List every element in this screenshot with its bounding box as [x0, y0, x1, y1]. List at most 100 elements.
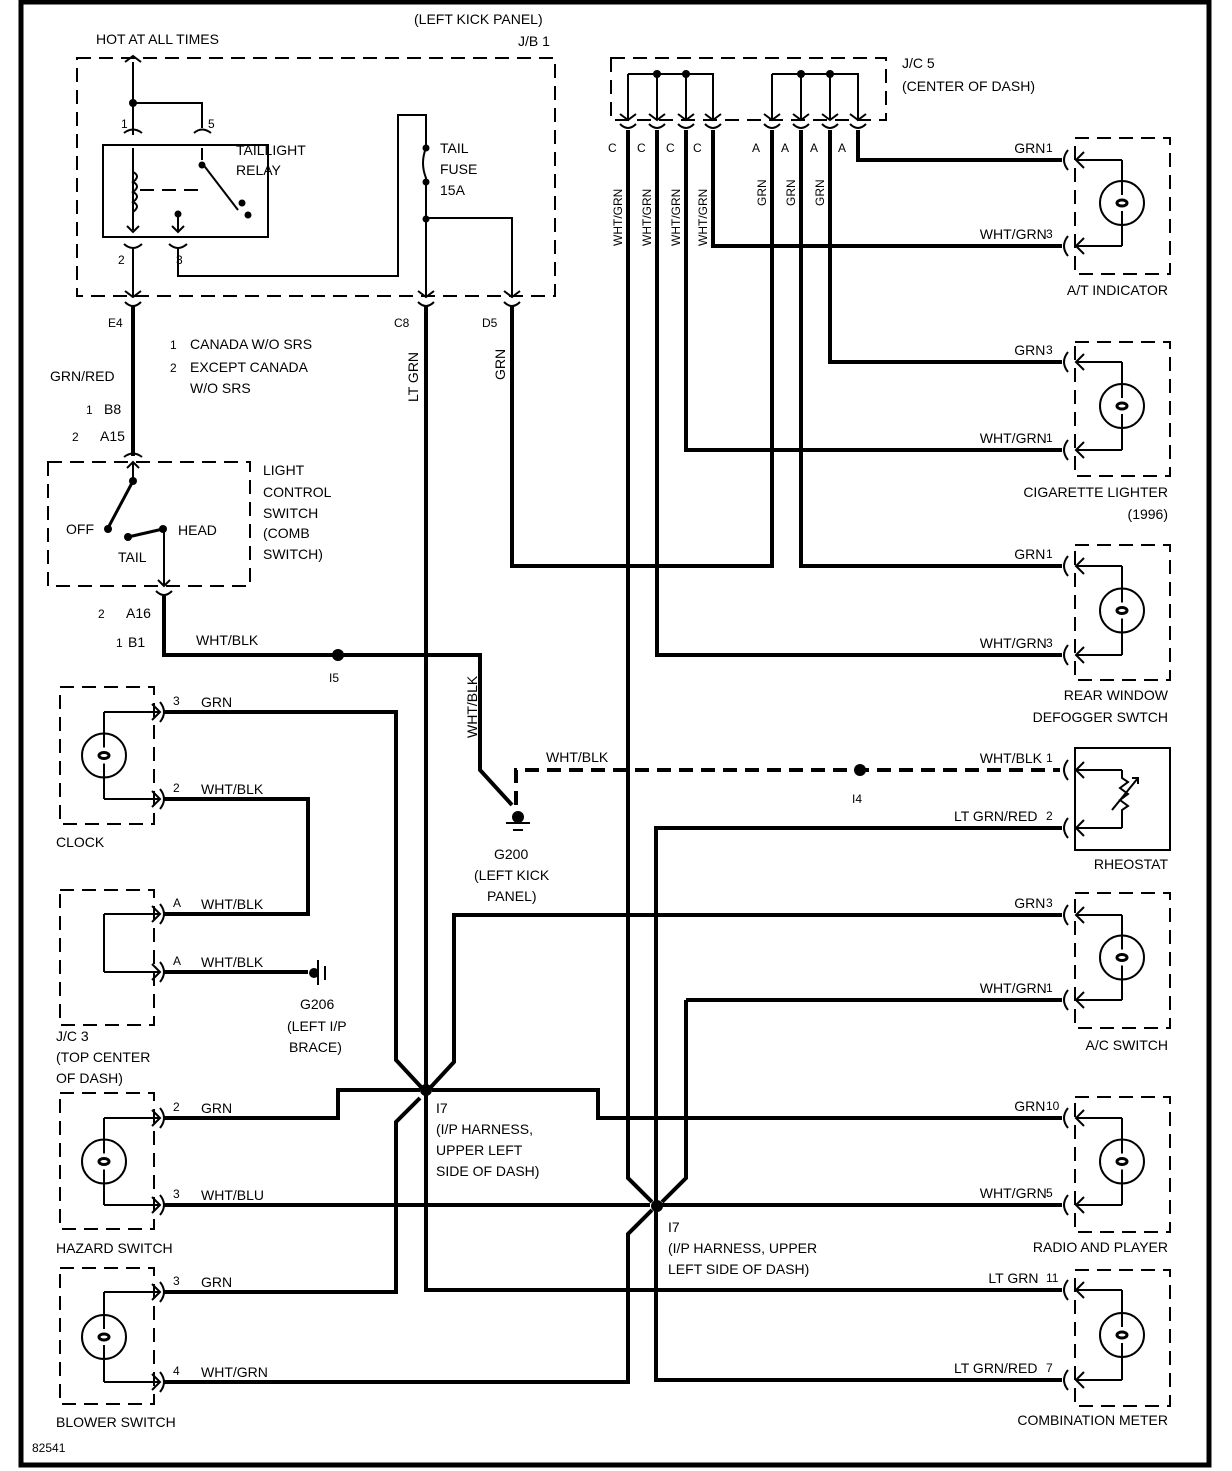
jc5-pin-label: C — [693, 141, 702, 155]
wire-blower-wht-grn — [164, 1208, 654, 1384]
relay-contact-dot — [238, 199, 246, 207]
component-name: A/T INDICATOR — [1067, 282, 1168, 298]
relay-pin-connectors-top — [123, 128, 212, 134]
wire-clock-wht-blk — [164, 797, 310, 916]
pin-number: 2 — [173, 781, 180, 795]
wire-label: WHT/BLK — [201, 954, 264, 970]
connector-icon — [1063, 1194, 1122, 1216]
lamp-filament-icon — [97, 1157, 111, 1166]
wire-label: GRN — [1014, 546, 1045, 562]
pin-number: 11 — [1046, 1271, 1059, 1285]
pin-number: 10 — [1046, 1099, 1060, 1113]
relay-out-wires — [132, 114, 427, 296]
switch-contact-dot — [129, 477, 137, 485]
wire-label: WHT/GRN — [980, 635, 1047, 651]
connector-icon — [104, 903, 165, 925]
wire-label: WHT/BLK — [201, 896, 264, 912]
junction-i4-label: I4 — [852, 792, 862, 806]
g200-location-line1: (LEFT KICK — [474, 867, 550, 883]
fuse-dot — [422, 144, 430, 152]
ground-icon — [309, 968, 319, 978]
wire-label: LT GRN/RED — [954, 1360, 1038, 1376]
connector-icon — [1063, 351, 1122, 373]
jc5-pin-label: A — [781, 141, 789, 155]
junction-connector-jc5: J/C 5 (CENTER OF DASH) CWHT/GRNCWHT/GRNC… — [608, 55, 1035, 246]
junction-i4-dot — [854, 764, 866, 776]
relay-feed-wire — [132, 62, 203, 135]
jc5-connector-icon — [849, 113, 867, 129]
component-box — [1074, 341, 1171, 477]
pin-number: 3 — [1046, 896, 1053, 910]
jc5-pin-group: CWHT/GRNCWHT/GRNCWHT/GRNCWHT/GRNAGRNAGRN… — [608, 113, 867, 246]
g206-location-line1: (LEFT I/P — [287, 1018, 347, 1034]
splice-dot — [682, 70, 690, 78]
wire-wht-blk-dashed — [514, 768, 1060, 805]
wire-ac-wht-grn — [660, 998, 1062, 1204]
switch-arm-icon — [106, 480, 135, 529]
hot-connector-icon — [124, 54, 142, 63]
pin-number: 2 — [1046, 809, 1053, 823]
i7-upper-location-line1: (I/P HARNESS, — [436, 1121, 533, 1137]
connector-icon — [1063, 149, 1122, 171]
lamp-filament-icon — [1115, 953, 1129, 962]
note-2-text-line1: EXCEPT CANADA — [190, 359, 309, 375]
connector-icon — [1063, 989, 1122, 1011]
note-2-text-line2: W/O SRS — [190, 380, 251, 396]
wire-label: LT GRN/RED — [954, 808, 1038, 824]
relay-coil-icon — [131, 171, 138, 213]
pin-number: A — [173, 954, 181, 968]
hot-at-all-times-label: HOT AT ALL TIMES — [96, 31, 219, 47]
light-control-switch: GRN/RED 1 B8 2 A15 OFF HEAD TAIL LIGHT C… — [47, 306, 514, 807]
jb1-name-label: J/B 1 — [518, 33, 550, 49]
wire-jc5-grn-3 — [828, 130, 1062, 364]
jc5-connector-icon — [792, 113, 810, 129]
pin-a16-variant: 2 — [98, 607, 105, 621]
jc5-dashed-box — [610, 57, 887, 121]
pin-a15-variant: 2 — [72, 430, 79, 444]
wire-label: WHT/BLK — [980, 750, 1043, 766]
lamp-filament-icon — [1115, 1330, 1129, 1340]
switch-contact-tail — [124, 533, 132, 541]
g200-wire-label: WHT/BLK — [546, 749, 609, 765]
splice-dot — [422, 215, 430, 223]
jc5-wire-label: WHT/GRN — [696, 189, 710, 246]
i7-lower-location-line1: (I/P HARNESS, UPPER — [668, 1240, 817, 1256]
jc5-internal-bus — [627, 73, 859, 120]
switch-out-arrow — [157, 529, 171, 588]
harness-wiring — [164, 130, 1062, 1384]
switch-pos-head: HEAD — [178, 522, 217, 538]
wire-label: GRN — [201, 1274, 232, 1290]
ground-g206: G206 (LEFT I/P BRACE) — [164, 960, 347, 1055]
switch-pos-tail: TAIL — [118, 549, 147, 565]
wire-label: WHT/BLU — [201, 1187, 264, 1203]
component-box — [1074, 544, 1171, 681]
g206-location-line2: BRACE) — [289, 1039, 342, 1055]
connector-icon — [104, 701, 165, 723]
connector-icon — [1063, 439, 1122, 461]
jc5-connector-icon — [648, 113, 666, 129]
pin-number: 3 — [173, 694, 180, 708]
component-name: REAR WINDOW — [1064, 687, 1169, 703]
jc5-connector-icon — [821, 113, 839, 129]
connector-icon — [1063, 759, 1122, 781]
pin-a15-label: A15 — [100, 428, 125, 444]
wire-label: GRN — [201, 694, 232, 710]
fuse-label-line2: FUSE — [440, 161, 477, 177]
splice-dot — [826, 70, 834, 78]
component-box — [1074, 747, 1171, 851]
connector-icon — [123, 452, 143, 458]
jc5-connector-icon — [763, 113, 781, 129]
junction-i5-label: I5 — [329, 671, 339, 685]
jb1-dashed-box — [76, 57, 556, 297]
splice-dot — [797, 70, 805, 78]
component-name: RADIO AND PLAYER — [1033, 1239, 1168, 1255]
component-box — [59, 889, 155, 1026]
connector-icon — [1063, 817, 1122, 839]
fuse-dot — [422, 178, 430, 186]
wire-lt-grn-c8 — [424, 306, 1062, 1292]
wire-jc5-grn-4 — [856, 130, 1062, 162]
